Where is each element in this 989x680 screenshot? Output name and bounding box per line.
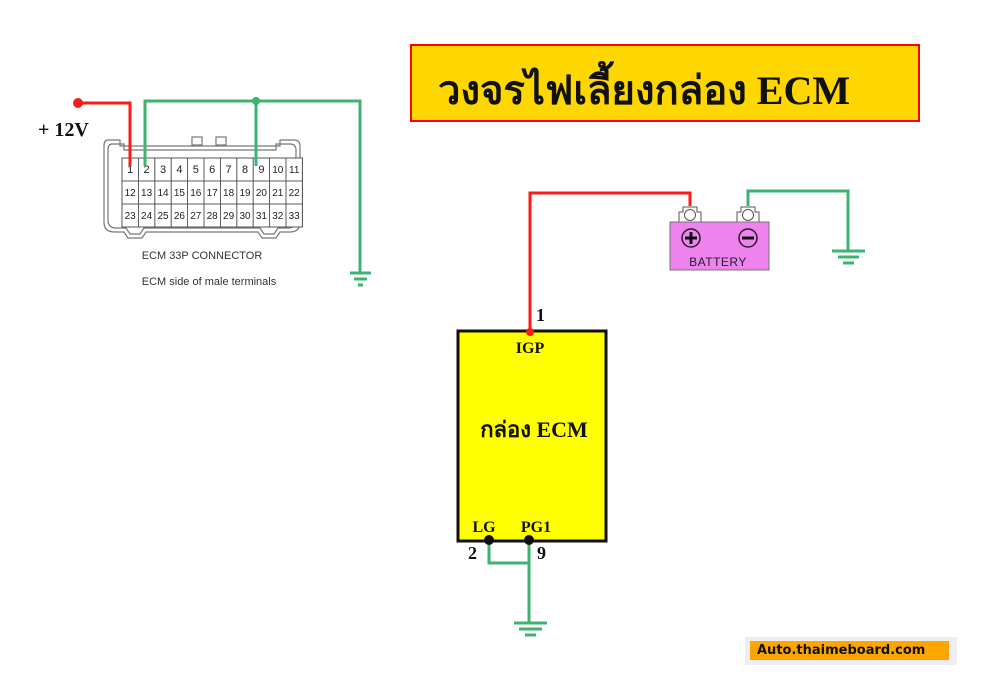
pin-number-27: 27 bbox=[190, 211, 202, 222]
pg1-pin-number: 9 bbox=[537, 543, 546, 563]
pin-number-14: 14 bbox=[157, 188, 169, 199]
pg1-terminal-dot bbox=[524, 535, 534, 545]
pin-number-24: 24 bbox=[141, 211, 153, 222]
ecm-positive-wire bbox=[528, 191, 692, 335]
pin-number-6: 6 bbox=[209, 164, 215, 176]
ecm-ground-symbol-icon bbox=[514, 621, 547, 637]
battery-negative-terminal bbox=[736, 206, 760, 223]
pin-number-15: 15 bbox=[174, 188, 186, 199]
pin-number-29: 29 bbox=[223, 211, 235, 222]
pin-number-11: 11 bbox=[289, 165, 300, 176]
diagram-title: วงจรไฟเลี้ยงกล่อง ECM bbox=[438, 68, 851, 113]
lg-pin-number: 2 bbox=[468, 543, 477, 563]
pin-cell bbox=[285, 203, 303, 228]
pin-number-2: 2 bbox=[144, 164, 150, 176]
pin-number-22: 22 bbox=[289, 188, 301, 199]
pin-number-10: 10 bbox=[272, 165, 284, 176]
pin-number-20: 20 bbox=[256, 188, 268, 199]
pin-number-16: 16 bbox=[190, 188, 202, 199]
pin-number-3: 3 bbox=[160, 164, 166, 176]
lg-ground-wire bbox=[487, 541, 528, 565]
connector-positive-wire bbox=[78, 101, 132, 166]
pin-number-1: 1 bbox=[127, 164, 133, 176]
pin-number-26: 26 bbox=[174, 211, 186, 222]
title-banner: วงจรไฟเลี้ยงกล่อง ECM bbox=[410, 44, 920, 122]
pin-number-18: 18 bbox=[223, 188, 235, 199]
lg-terminal-dot bbox=[484, 535, 494, 545]
connector-subtitle: ECM side of male terminals bbox=[142, 276, 277, 288]
pin-number-23: 23 bbox=[125, 211, 137, 222]
pin-number-7: 7 bbox=[226, 164, 232, 176]
pin-number-12: 12 bbox=[125, 188, 137, 199]
watermark-frame: Auto.thaimeboard.com bbox=[745, 637, 957, 665]
ground-symbol-icon bbox=[350, 271, 371, 287]
pin-number-5: 5 bbox=[193, 164, 199, 176]
lg-pin-label: LG bbox=[472, 519, 496, 536]
pin-number-30: 30 bbox=[239, 211, 251, 222]
pin-number-32: 32 bbox=[272, 211, 284, 222]
pin-number-19: 19 bbox=[239, 188, 251, 199]
pin-number-25: 25 bbox=[157, 211, 169, 222]
watermark-link[interactable]: Auto.thaimeboard.com bbox=[750, 641, 949, 660]
ecm-label: กล่อง ECM bbox=[480, 417, 588, 442]
pin-grid-frame bbox=[121, 157, 303, 228]
pin-number-31: 31 bbox=[256, 211, 268, 222]
pin-number-33: 33 bbox=[289, 211, 301, 222]
battery-minus-icon bbox=[738, 228, 758, 248]
pin-number-13: 13 bbox=[141, 188, 153, 199]
ecm-box bbox=[456, 329, 608, 543]
battery-positive-terminal bbox=[678, 206, 702, 223]
connector-shell bbox=[103, 136, 301, 239]
supply-terminal-dot bbox=[73, 98, 83, 108]
battery-label: BATTERY bbox=[689, 255, 747, 269]
pin-number-28: 28 bbox=[207, 211, 219, 222]
battery-ground-symbol-icon bbox=[832, 249, 865, 265]
igp-terminal-dot bbox=[526, 328, 534, 336]
igp-pin-label: IGP bbox=[516, 340, 545, 357]
igp-pin-number: 1 bbox=[536, 305, 545, 325]
connector-name: ECM 33P CONNECTOR bbox=[142, 250, 263, 262]
pin-number-21: 21 bbox=[272, 188, 284, 199]
pin-number-9: 9 bbox=[258, 164, 264, 176]
battery-plus-icon bbox=[681, 228, 701, 248]
battery-ground-wire bbox=[746, 189, 850, 250]
pin-number-4: 4 bbox=[176, 164, 182, 176]
supply-voltage-label: + 12V bbox=[38, 119, 89, 141]
pin-number-17: 17 bbox=[207, 188, 219, 199]
pg1-pin-label: PG1 bbox=[521, 519, 551, 536]
ground-junction-dot bbox=[252, 97, 260, 105]
pin-number-8: 8 bbox=[242, 164, 248, 176]
